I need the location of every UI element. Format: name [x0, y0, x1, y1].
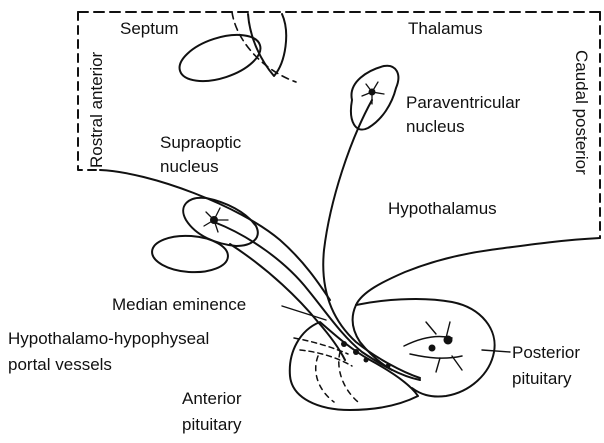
terminal-dot-6 [386, 364, 391, 369]
optic-chiasm-oval [151, 233, 229, 274]
median-eminence-pointer [282, 306, 326, 320]
paraventricular-cell-body [369, 89, 376, 96]
label-posterior-pituitary-line2: pituitary [512, 369, 572, 388]
label-supraoptic-line1: Supraoptic [160, 133, 242, 152]
label-anterior-pituitary-line2: pituitary [182, 415, 242, 434]
terminal-dot-1 [444, 336, 453, 345]
terminal-dot-3 [341, 341, 347, 347]
hypothalamus-ventral-outline [100, 170, 330, 300]
label-paraventricular-line2: nucleus [406, 117, 465, 136]
label-paraventricular-line1: Paraventricular [406, 93, 521, 112]
label-hypothalamus: Hypothalamus [388, 199, 497, 218]
label-rostral-anterior: Rostral anterior [87, 51, 106, 168]
label-caudal-posterior: Caudal posterior [572, 50, 591, 175]
label-posterior-pituitary-line1: Posterior [512, 343, 580, 362]
terminal-dot-2 [429, 345, 436, 352]
anterior-pituitary-inner-dashed [316, 356, 334, 402]
thalamus-outline [248, 14, 286, 76]
stalk-left-wall [230, 244, 345, 360]
hypothalamus-floor-right [356, 238, 600, 305]
supraoptic-cell-body [210, 216, 218, 224]
label-thalamus: Thalamus [408, 19, 483, 38]
posterior-pituitary-outline [356, 299, 495, 397]
anterior-pituitary-outline [290, 322, 418, 410]
terminal-dot-4 [353, 349, 359, 355]
anterior-pituitary-inner-dashed-2 [339, 352, 358, 402]
label-septum: Septum [120, 19, 179, 38]
posterior-pituitary-pointer [482, 350, 510, 352]
nerve-terminal-branch-2 [410, 354, 462, 358]
label-portal-vessels-line2: portal vessels [8, 355, 112, 374]
label-portal-vessels-line1: Hypothalamo-hypophyseal [8, 329, 209, 348]
terminal-dot-5 [364, 358, 369, 363]
paraventricular-nucleus-outline [351, 66, 398, 130]
label-supraoptic-line2: nucleus [160, 157, 219, 176]
label-anterior-pituitary-line1: Anterior [182, 389, 242, 408]
label-median-eminence: Median eminence [112, 295, 246, 314]
